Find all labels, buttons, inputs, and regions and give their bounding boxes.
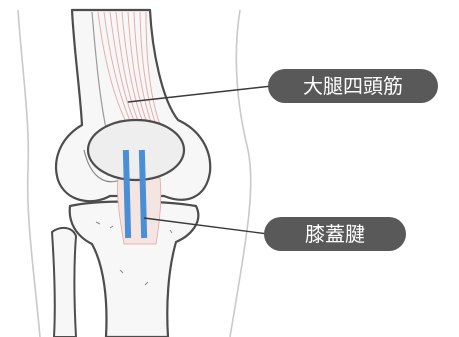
patella-kneecap <box>88 120 184 180</box>
fibula-bone <box>52 228 76 337</box>
left-skin-line <box>18 10 40 337</box>
quadriceps-label-text: 大腿四頭筋 <box>303 74 403 98</box>
quadriceps-label: 大腿四頭筋 <box>268 69 438 103</box>
patellar-tendon-label: 膝蓋腱 <box>264 217 406 251</box>
right-skin-line <box>230 10 251 337</box>
fibula-shape <box>52 228 76 337</box>
patellar-tendon-label-text: 膝蓋腱 <box>305 222 365 246</box>
